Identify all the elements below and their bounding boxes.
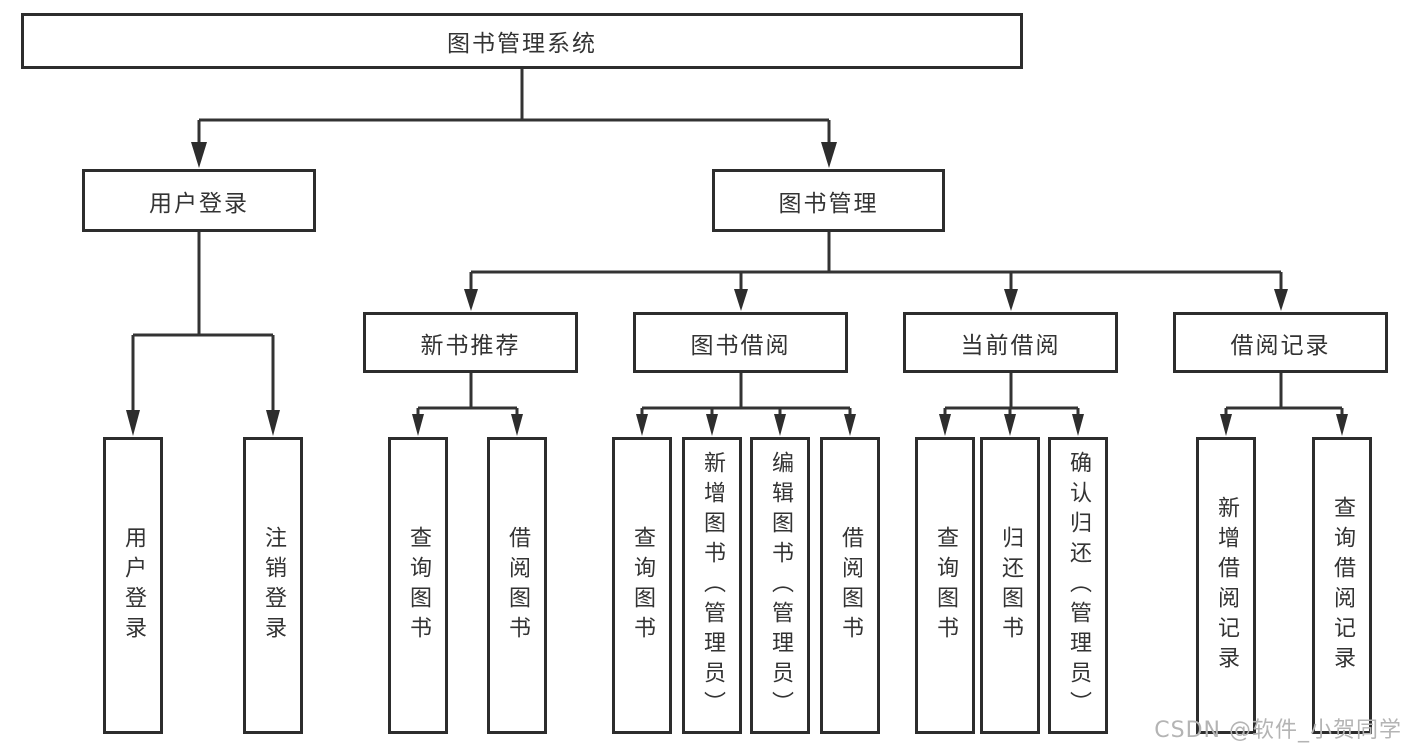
leaf-box-return-book: 归还图书 <box>980 437 1040 734</box>
leaf-box-query-books-current: 查询图书 <box>915 437 975 734</box>
node-label: 归还图书 <box>998 525 1023 646</box>
node-label: 新书推荐 <box>420 332 521 359</box>
module-box-new-book-recommendation: 新书推荐 <box>363 312 578 373</box>
node-label: 查询图书 <box>630 525 655 646</box>
leaf-box-add-borrow-record: 新增借阅记录 <box>1196 437 1256 734</box>
branch-box-book-management: 图书管理 <box>712 169 945 232</box>
branch-box-user-login: 用户登录 <box>82 169 316 232</box>
arrowheads <box>126 142 1348 436</box>
node-label: 图书借阅 <box>690 332 791 359</box>
leaf-box-borrow-books-recommend: 借阅图书 <box>487 437 547 734</box>
leaf-box-query-books-recommend: 查询图书 <box>388 437 448 734</box>
leaf-box-logout: 注销登录 <box>243 437 303 734</box>
node-label: 用户登录 <box>149 190 249 217</box>
leaf-box-query-books-borrowing: 查询图书 <box>612 437 672 734</box>
node-label: 编辑图书（管理员） <box>768 450 793 721</box>
root-box-system-title: 图书管理系统 <box>21 13 1023 69</box>
leaf-box-add-book-admin: 新增图书（管理员） <box>682 437 742 734</box>
module-box-current-borrowing: 当前借阅 <box>903 312 1118 373</box>
leaf-box-edit-book-admin: 编辑图书（管理员） <box>750 437 810 734</box>
node-label: 查询图书 <box>933 525 958 646</box>
leaf-box-query-borrow-record: 查询借阅记录 <box>1312 437 1372 734</box>
node-label: 借阅记录 <box>1230 332 1331 359</box>
leaf-box-confirm-return-admin: 确认归还（管理员） <box>1048 437 1108 734</box>
module-box-borrowing-records: 借阅记录 <box>1173 312 1388 373</box>
node-label: 查询借阅记录 <box>1330 495 1355 676</box>
node-label: 图书管理 <box>778 190 879 217</box>
node-label: 查询图书 <box>406 525 431 646</box>
leaf-box-user-login: 用户登录 <box>103 437 163 734</box>
node-label: 借阅图书 <box>505 525 530 646</box>
node-label: 新增图书（管理员） <box>700 450 725 721</box>
node-label: 用户登录 <box>121 525 146 646</box>
node-label: 当前借阅 <box>960 332 1061 359</box>
node-label: 新增借阅记录 <box>1214 495 1239 676</box>
node-label: 借阅图书 <box>838 525 863 646</box>
node-label: 确认归还（管理员） <box>1066 450 1091 721</box>
csdn-watermark: CSDN @软件_小贺同学 <box>1154 718 1402 743</box>
leaf-box-borrow-books-borrowing: 借阅图书 <box>820 437 880 734</box>
node-label: 图书管理系统 <box>447 31 597 57</box>
node-label: 注销登录 <box>261 525 286 646</box>
module-box-book-borrowing: 图书借阅 <box>633 312 848 373</box>
